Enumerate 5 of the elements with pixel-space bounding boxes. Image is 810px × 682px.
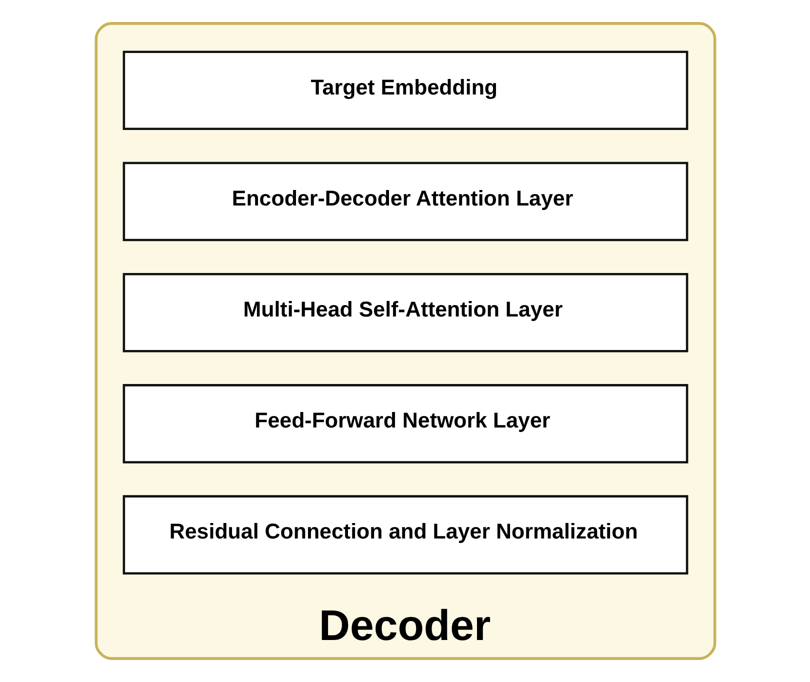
node-box: Encoder-Decoder Attention Layer (122, 162, 688, 242)
node-box: Feed-Forward Network Layer (122, 384, 688, 464)
node-box: Multi-Head Self-Attention Layer (122, 272, 688, 352)
node-box: Target Embedding (122, 50, 688, 130)
node-box: Residual Connection and Layer Normalization (122, 495, 688, 574)
